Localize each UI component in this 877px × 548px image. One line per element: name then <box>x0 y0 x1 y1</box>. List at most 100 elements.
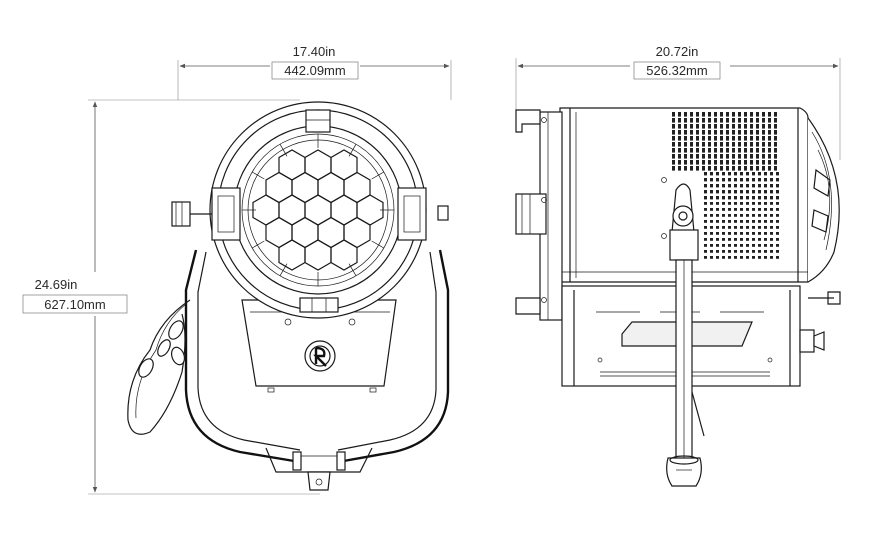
vent-slot <box>764 244 767 247</box>
vent-slot <box>770 178 773 182</box>
vent-slot <box>768 160 771 165</box>
vent-slot <box>672 112 675 117</box>
vent-slot <box>764 214 767 217</box>
vent-slot <box>776 208 779 211</box>
vent-slot <box>764 208 767 211</box>
vent-slot <box>746 238 749 241</box>
vent-slot <box>726 124 729 129</box>
vent-slot <box>744 130 747 135</box>
vent-slot <box>774 124 777 129</box>
vent-slot <box>750 148 753 153</box>
vent-slot <box>728 190 731 194</box>
vent-slot <box>750 142 753 147</box>
vent-slot <box>758 220 761 223</box>
vent-slot <box>716 220 719 223</box>
vent-slot <box>744 166 747 171</box>
vent-slot <box>776 190 779 194</box>
vent-slot <box>716 178 719 182</box>
vent-slot <box>744 160 747 165</box>
vent-slot <box>714 112 717 117</box>
vent-slot <box>728 178 731 182</box>
vent-slot <box>710 196 713 200</box>
vent-slot <box>732 118 735 123</box>
vent-slot <box>768 166 771 171</box>
vent-slot <box>696 166 699 171</box>
vent-slot <box>710 232 713 235</box>
vent-slot <box>716 190 719 194</box>
vent-slot <box>704 244 707 247</box>
vent-slot <box>716 244 719 247</box>
vent-slot <box>704 220 707 223</box>
vent-slot <box>746 178 749 182</box>
vent-slot <box>738 160 741 165</box>
vent-slot <box>774 130 777 135</box>
vent-slot <box>740 214 743 217</box>
vent-slot <box>732 130 735 135</box>
vent-slot <box>750 160 753 165</box>
vent-slot <box>716 232 719 235</box>
vent-slot <box>758 178 761 182</box>
vent-slot <box>776 196 779 200</box>
vent-slot <box>746 220 749 223</box>
vent-slot <box>764 220 767 223</box>
vent-slot <box>708 148 711 153</box>
lens-rib <box>279 263 288 276</box>
vent-slot <box>672 118 675 123</box>
vent-slot <box>738 112 741 117</box>
vent-slot <box>762 154 765 159</box>
vent-slot <box>738 136 741 141</box>
vent-slot <box>704 214 707 217</box>
vent-slot <box>708 166 711 171</box>
lens-rib <box>279 144 288 157</box>
vent-slot <box>720 160 723 165</box>
vent-slot <box>720 118 723 123</box>
vent-slot <box>702 142 705 147</box>
vent-slot <box>696 112 699 117</box>
vent-slot <box>696 124 699 129</box>
vent-slot <box>722 256 725 259</box>
vent-slot <box>764 172 767 176</box>
vent-slot <box>770 214 773 217</box>
side-depth-in-label: 20.72in <box>656 44 699 59</box>
vent-slot <box>728 220 731 223</box>
vent-slot <box>740 196 743 200</box>
vent-slot <box>776 184 779 188</box>
vent-slot <box>716 184 719 188</box>
vent-slot <box>704 202 707 205</box>
vent-slot <box>726 148 729 153</box>
vent-slot <box>774 148 777 153</box>
vent-slot <box>758 196 761 200</box>
vent-slot <box>678 160 681 165</box>
vent-slot <box>768 142 771 147</box>
vent-slot <box>734 226 737 229</box>
vent-slot <box>672 154 675 159</box>
front-width-dimension: 17.40in 442.09mm <box>177 44 452 100</box>
vent-slot <box>770 244 773 247</box>
vent-slot <box>722 172 725 176</box>
vent-slot <box>716 250 719 253</box>
side-main-housing <box>559 107 809 283</box>
vent-slot <box>752 202 755 205</box>
vent-slot <box>684 154 687 159</box>
vent-slot <box>770 184 773 188</box>
vent-slot <box>762 142 765 147</box>
vent-slot <box>722 250 725 253</box>
vent-slot <box>764 226 767 229</box>
vent-slot <box>714 124 717 129</box>
vent-slot <box>770 172 773 176</box>
vent-slot <box>740 232 743 235</box>
vent-slot <box>764 232 767 235</box>
safety-cable <box>127 299 191 435</box>
vent-slot <box>770 226 773 229</box>
vent-slot <box>708 154 711 159</box>
vent-slot <box>762 148 765 153</box>
lens-rib <box>348 144 357 157</box>
vent-slot <box>746 208 749 211</box>
vent-slot <box>762 130 765 135</box>
vent-slot <box>734 214 737 217</box>
vent-slot <box>756 166 759 171</box>
vent-slot <box>744 142 747 147</box>
vent-slot <box>746 232 749 235</box>
vent-slot <box>758 208 761 211</box>
vent-slot <box>732 136 735 141</box>
